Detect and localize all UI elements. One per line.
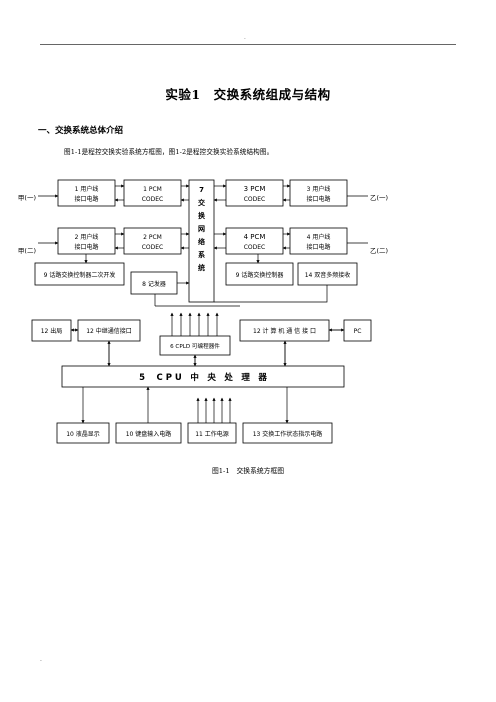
ctrl9r-label: 9 话路交换控制器 xyxy=(236,271,284,279)
pcm-codec-2-box xyxy=(123,227,182,255)
switching-network-box xyxy=(188,179,215,303)
switch-label-3: 网 xyxy=(198,225,205,233)
pcm1-line1: 1 PCM xyxy=(143,186,162,193)
switch-label-1: 交 xyxy=(198,198,206,207)
section-heading: 一、交换系统总体介绍 xyxy=(38,126,124,136)
cpu-label: 5 C P U 中 央 处 理 器 xyxy=(139,372,267,383)
trunk-if-label: 12 中继通信接口 xyxy=(86,327,132,335)
connection-lines xyxy=(38,184,368,424)
switch-label-2: 换 xyxy=(198,211,206,220)
pcm4-line1: 4 PCM xyxy=(244,233,266,241)
ul1-line1: 1 用户线 xyxy=(75,185,99,193)
label-jia-2: 甲(二) xyxy=(18,247,36,255)
pcm-codec-3-box xyxy=(225,179,284,207)
trunk-out-label: 12 出局 xyxy=(41,327,63,335)
ul3-line2: 接口电路 xyxy=(306,195,330,203)
switch-label-5: 系 xyxy=(198,250,205,259)
user-line-interface-3-box xyxy=(289,179,348,207)
pcm-codec-1-box xyxy=(123,179,182,207)
ul4-line2: 接口电路 xyxy=(306,243,330,251)
pcm-codec-4-box xyxy=(225,227,284,255)
pcm3-line1: 3 PCM xyxy=(244,185,266,193)
controller-dev-box xyxy=(34,262,125,286)
dtmf-receiver-box xyxy=(297,262,358,286)
ul2-line2: 接口电路 xyxy=(74,243,98,251)
label-yi-1: 乙(一) xyxy=(370,194,388,202)
pcm2-line2: CODEC xyxy=(142,244,164,251)
label-yi-2: 乙(二) xyxy=(370,247,388,255)
cpld-label: 6 CPLD 可编程器件 xyxy=(170,342,220,350)
cpu-box xyxy=(61,365,345,388)
pcm3-line2: CODEC xyxy=(244,196,266,203)
pcm1-line2: CODEC xyxy=(142,196,164,203)
keyboard-box xyxy=(115,422,182,444)
power-label: 11 工作电源 xyxy=(195,430,229,438)
keyboard-label: 10 键盘输入电路 xyxy=(126,430,172,438)
ul4-line1: 4 用户线 xyxy=(307,233,331,241)
user-line-interface-4-box xyxy=(289,227,348,255)
footer-mark: . xyxy=(40,656,42,663)
status-label: 13 交换工作状态指示电路 xyxy=(253,430,323,438)
switch-label-6: 统 xyxy=(198,263,205,272)
label-jia-1: 甲(一) xyxy=(18,194,36,202)
intro-paragraph: 图1-1是程控交换实验系统方框图，图1-2是程控交换实验系统结构图。 xyxy=(64,148,274,156)
power-box xyxy=(187,422,237,444)
pcm4-line2: CODEC xyxy=(244,244,266,251)
pcm2-line1: 2 PCM xyxy=(143,234,162,241)
header-mark: - xyxy=(244,36,246,42)
header-rule xyxy=(40,44,456,45)
pc-if-label: 12 计 算 机 通 信 接 口 xyxy=(253,327,316,335)
user-line-interface-2-box xyxy=(57,227,116,255)
ul1-line2: 接口电路 xyxy=(74,195,98,203)
ul3-line1: 3 用户线 xyxy=(307,185,331,193)
pc-label: PC xyxy=(354,328,362,335)
rec8-label: 8 记发器 xyxy=(142,280,166,288)
switch-label-0: 7 xyxy=(199,186,204,194)
figure-caption: 图1-1 交换系统方框图 xyxy=(211,467,285,475)
lcd-label: 10 液晶显示 xyxy=(66,430,100,438)
page-title: 实验1 交换系统组成与结构 xyxy=(165,87,331,102)
switch-label-4: 络 xyxy=(198,237,205,246)
user-line-interface-1-box xyxy=(57,179,116,207)
ul2-line1: 2 用户线 xyxy=(75,233,99,241)
dtmf14-label: 14 双音多频接收 xyxy=(305,271,351,279)
ctrl9-label: 9 话路交换控制器二次开发 xyxy=(44,271,116,279)
